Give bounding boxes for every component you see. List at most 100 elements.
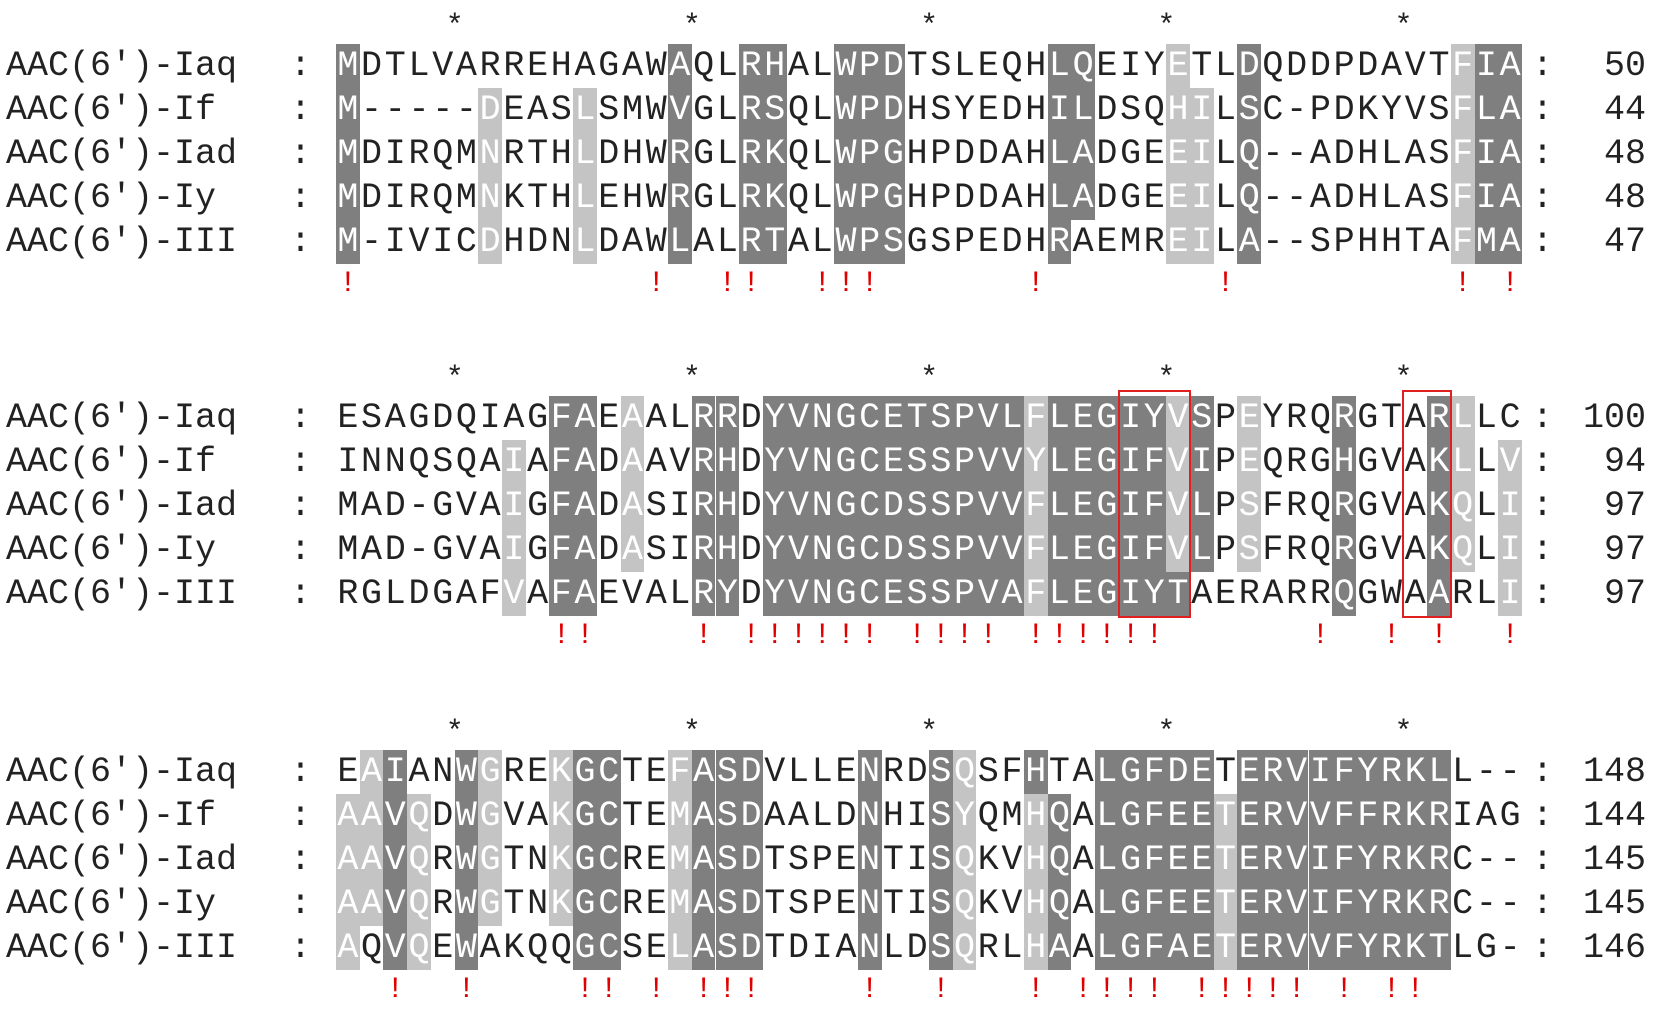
- residue: P: [1214, 398, 1236, 438]
- residue: T: [1213, 882, 1238, 926]
- residue: M: [337, 486, 359, 526]
- residue: K: [1427, 440, 1451, 484]
- residue: Y: [1355, 750, 1380, 794]
- residue: C: [1262, 90, 1284, 130]
- residue: I: [1189, 88, 1214, 132]
- residue: E: [881, 572, 906, 616]
- residue: D: [739, 926, 763, 970]
- residue: E: [1166, 132, 1190, 176]
- residue: Q: [1450, 484, 1475, 528]
- residue: R: [1427, 794, 1451, 838]
- residue: C: [596, 838, 621, 882]
- residue: L: [716, 178, 738, 218]
- sequence-name: AAC(6')-Iad: [6, 486, 238, 526]
- residue: L: [716, 222, 738, 262]
- residue: L: [1095, 882, 1119, 926]
- residue: F: [1262, 486, 1284, 526]
- residue: L: [1047, 440, 1072, 484]
- residue: H: [1025, 134, 1047, 174]
- residue: W: [834, 176, 858, 220]
- residue: Q: [1332, 572, 1356, 616]
- colon-separator: :: [1532, 178, 1554, 218]
- residue: L: [811, 46, 833, 86]
- residue: S: [929, 838, 953, 882]
- residue: E: [645, 796, 667, 836]
- residue: T: [1213, 794, 1238, 838]
- residue: Q: [977, 796, 999, 836]
- residue: D: [739, 794, 763, 838]
- sequence-end-position: 145: [1582, 884, 1646, 924]
- residue: E: [1237, 794, 1262, 838]
- residue: F: [549, 396, 574, 440]
- residue: S: [550, 90, 572, 130]
- residue: G: [1120, 134, 1142, 174]
- residue: W: [454, 794, 479, 838]
- residue: V: [976, 572, 1001, 616]
- residue: L: [669, 398, 691, 438]
- residue: I: [479, 398, 501, 438]
- residue: L: [811, 90, 833, 130]
- ruler-star: *: [1157, 716, 1176, 750]
- conserved-marker: !: [742, 973, 761, 1007]
- residue: G: [1095, 396, 1119, 440]
- residue: A: [359, 882, 384, 926]
- residue: Q: [455, 442, 477, 482]
- conserved-marker: !: [1216, 267, 1235, 301]
- residue: V: [1284, 838, 1309, 882]
- conserved-marker: !: [860, 267, 879, 301]
- residue: L: [1214, 46, 1236, 86]
- residue: L: [669, 574, 691, 614]
- residue: E: [977, 90, 999, 130]
- residue: H: [1357, 134, 1379, 174]
- conserved-marker: !: [789, 619, 808, 653]
- residue: Q: [408, 442, 430, 482]
- residue: E: [1166, 44, 1190, 88]
- residue: E: [881, 396, 906, 440]
- residue: L: [1047, 572, 1072, 616]
- ruler-star: *: [445, 716, 464, 750]
- residue: D: [384, 530, 406, 570]
- residue: L: [1095, 750, 1119, 794]
- residue: K: [1403, 838, 1428, 882]
- conserved-marker: !: [599, 973, 618, 1007]
- residue: S: [788, 884, 810, 924]
- residue: I: [384, 178, 406, 218]
- residue: C: [857, 440, 882, 484]
- residue: Q: [1309, 486, 1331, 526]
- residue: G: [573, 750, 597, 794]
- residue: R: [1143, 222, 1165, 262]
- residue: T: [503, 884, 525, 924]
- residue: P: [1309, 90, 1331, 130]
- residue: V: [383, 794, 408, 838]
- residue: E: [645, 752, 667, 792]
- residue: A: [1498, 88, 1522, 132]
- residue: -: [408, 486, 430, 526]
- residue: R: [432, 840, 454, 880]
- residue: M: [668, 838, 692, 882]
- residue: L: [1427, 750, 1451, 794]
- residue: N: [810, 484, 835, 528]
- residue: H: [1025, 46, 1047, 86]
- residue: -: [1499, 884, 1521, 924]
- residue: S: [929, 528, 953, 572]
- residue: A: [1072, 840, 1094, 880]
- residue: S: [1237, 528, 1262, 572]
- residue: C: [857, 484, 882, 528]
- residue: L: [1047, 528, 1072, 572]
- residue: A: [361, 486, 383, 526]
- residue: H: [503, 222, 525, 262]
- residue: L: [882, 928, 904, 968]
- residue: D: [1333, 178, 1355, 218]
- residue: D: [1357, 46, 1379, 86]
- residue: G: [432, 530, 454, 570]
- residue: G: [573, 926, 597, 970]
- sequence-name: AAC(6')-If: [6, 442, 217, 482]
- residue: A: [455, 46, 477, 86]
- residue: D: [432, 398, 454, 438]
- residue: V: [1284, 926, 1309, 970]
- residue: W: [834, 220, 858, 264]
- residue: E: [1237, 750, 1262, 794]
- residue: S: [1237, 88, 1262, 132]
- residue: V: [503, 796, 525, 836]
- residue: W: [834, 88, 858, 132]
